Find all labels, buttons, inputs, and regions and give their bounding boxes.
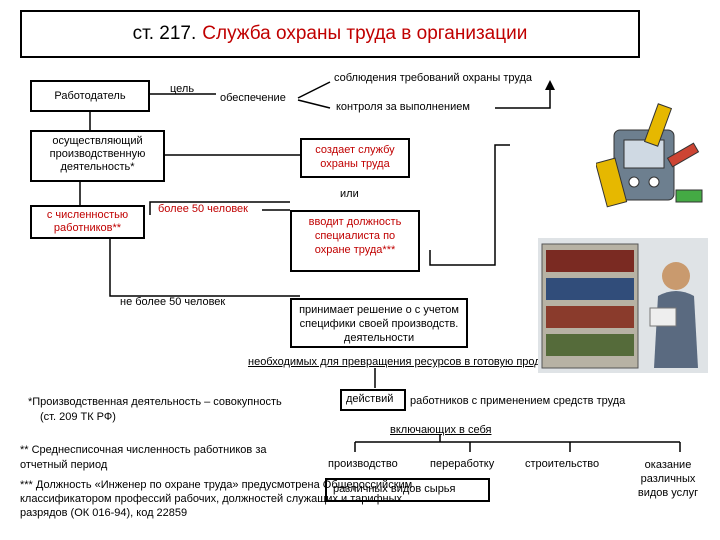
control-label: контроля за выполнением bbox=[336, 101, 470, 113]
production-label: производство bbox=[328, 458, 398, 470]
def-actions-box: действий bbox=[340, 389, 406, 411]
connector-compliance bbox=[297, 81, 331, 99]
headcount-box: с численностью работников** bbox=[30, 205, 145, 239]
raw-materials-label: различных видов сырья bbox=[333, 483, 456, 495]
connector-more-50 bbox=[149, 201, 290, 215]
carrying-out-label: осуществляющий производственную деятельн… bbox=[49, 135, 146, 173]
def-right: работников с применением средств труда bbox=[410, 395, 626, 407]
connector-bracket bbox=[429, 144, 510, 266]
headcount-label: с численностью работников** bbox=[46, 209, 129, 234]
def-left: *Производственная деятельность – совокуп… bbox=[28, 396, 282, 408]
connector-control-arrow bbox=[495, 86, 551, 109]
note-engineer: *** Должность «Инженер по охране труда» … bbox=[20, 479, 413, 519]
note-headcount: ** Среднесписочная численность работнико… bbox=[20, 444, 267, 471]
more-50-label: более 50 человек bbox=[158, 203, 248, 215]
construction-label: строительство bbox=[525, 458, 600, 470]
def-source: (ст. 209 ТК РФ) bbox=[40, 411, 116, 423]
employer-label: Работодатель bbox=[54, 90, 126, 102]
page-title: Служба охраны труда в организации bbox=[202, 23, 528, 44]
or-label: или bbox=[340, 188, 359, 200]
introduces-position-label: вводит должность специалиста по охране т… bbox=[308, 216, 402, 256]
connector-control bbox=[297, 99, 331, 109]
employer-box: Работодатель bbox=[30, 80, 150, 112]
introduces-position-box: вводит должность специалиста по охране т… bbox=[290, 210, 420, 272]
arrowhead-up bbox=[545, 80, 555, 90]
goal-label: цель bbox=[170, 83, 195, 95]
tools-clipart bbox=[595, 100, 708, 225]
title-box: ст. 217. Служба охраны труда в организац… bbox=[20, 10, 640, 58]
processing-label: переработку bbox=[430, 458, 495, 470]
creates-service-box: создает службу охраны труда bbox=[300, 138, 410, 178]
provision-label: обеспечение bbox=[220, 92, 286, 104]
decides-box: принимает решение о с учетом специфики с… bbox=[290, 298, 468, 348]
raw-materials-box: различных видов сырья bbox=[325, 478, 490, 502]
not-more-50-label: не более 50 человек bbox=[120, 296, 226, 308]
decides-label: принимает решение о с учетом специфики с… bbox=[299, 304, 459, 344]
carrying-out-box: осуществляющий производственную деятельн… bbox=[30, 130, 165, 182]
including-label: включающих в себя bbox=[390, 424, 492, 436]
necessary-label: необходимых для превращения ресурсов в г… bbox=[248, 356, 572, 368]
title-prefix: ст. 217. bbox=[132, 23, 197, 44]
library-photo bbox=[538, 238, 708, 373]
creates-service-label: создает службу охраны труда bbox=[315, 144, 395, 170]
connector-not-more-50 bbox=[109, 238, 300, 297]
services-label: оказание различных видов услуг bbox=[637, 459, 699, 499]
compliance-label: соблюдения требований охраны труда bbox=[334, 72, 533, 84]
def-actions-label: действий bbox=[346, 393, 394, 405]
